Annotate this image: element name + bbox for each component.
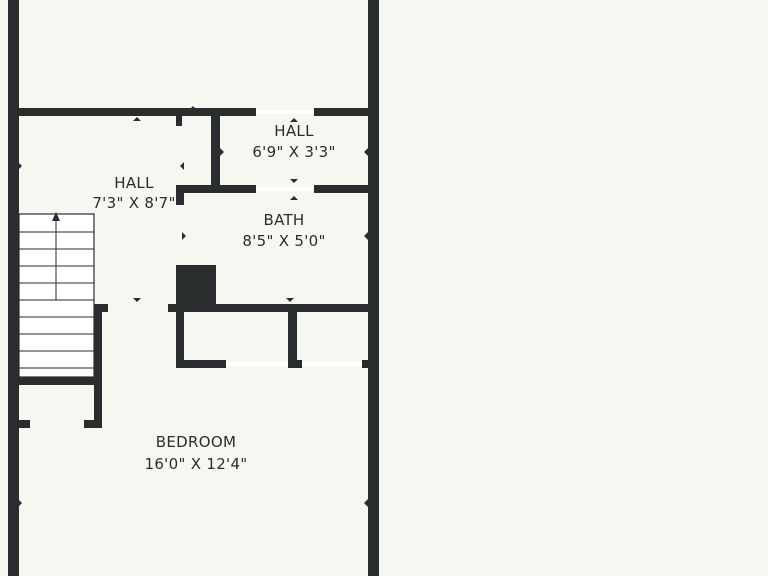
door-opening-closet-right — [302, 362, 362, 366]
door-opening-bath — [256, 187, 314, 191]
staircase — [18, 212, 95, 378]
wall-closet-bottom-left — [176, 360, 226, 368]
room-dimensions-small-hall: 6'9" X 3'3" — [252, 143, 335, 161]
room-name-small-hall: HALL — [274, 122, 314, 140]
wall-small-hall-left — [211, 116, 220, 192]
dimension-ticks — [18, 106, 368, 507]
room-dimensions-bedroom: 16'0" X 12'4" — [144, 455, 247, 473]
stair-up-arrow-icon — [52, 212, 60, 221]
wall-closet-divider — [288, 304, 297, 368]
wall-stair-stub — [94, 304, 108, 312]
outer-wall-right — [368, 0, 379, 576]
wall-bath-bottom — [168, 304, 374, 312]
wall-stair-bottom — [8, 377, 102, 385]
chimney-block — [176, 265, 216, 309]
outer-wall-left — [8, 0, 19, 576]
room-dimensions-hall: 7'3" X 8'7" — [92, 194, 175, 212]
wall-closet-right-stub — [362, 360, 372, 368]
wall-top-right — [314, 108, 374, 116]
room-dimensions-bath: 8'5" X 5'0" — [242, 232, 325, 250]
wall-top-left — [8, 108, 84, 116]
wall-bath-top-left — [176, 185, 256, 193]
wall-stair-right — [94, 304, 102, 428]
wall-hall-post-top — [176, 116, 182, 126]
room-name-hall: HALL — [114, 174, 154, 192]
wall-landing-bottom-right — [84, 420, 102, 428]
room-name-bath: BATH — [263, 211, 304, 229]
wall-bath-top-right — [314, 185, 374, 193]
wall-landing-bottom-left — [8, 420, 30, 428]
room-name-bedroom: BEDROOM — [156, 433, 236, 451]
wall-closet-bottom-right — [288, 360, 302, 368]
door-opening-hall-top — [256, 110, 314, 114]
door-opening-closet — [226, 362, 288, 366]
wall-top-mid — [84, 108, 256, 116]
wall-closet-left — [176, 304, 184, 368]
wall-hall-post — [176, 185, 184, 205]
